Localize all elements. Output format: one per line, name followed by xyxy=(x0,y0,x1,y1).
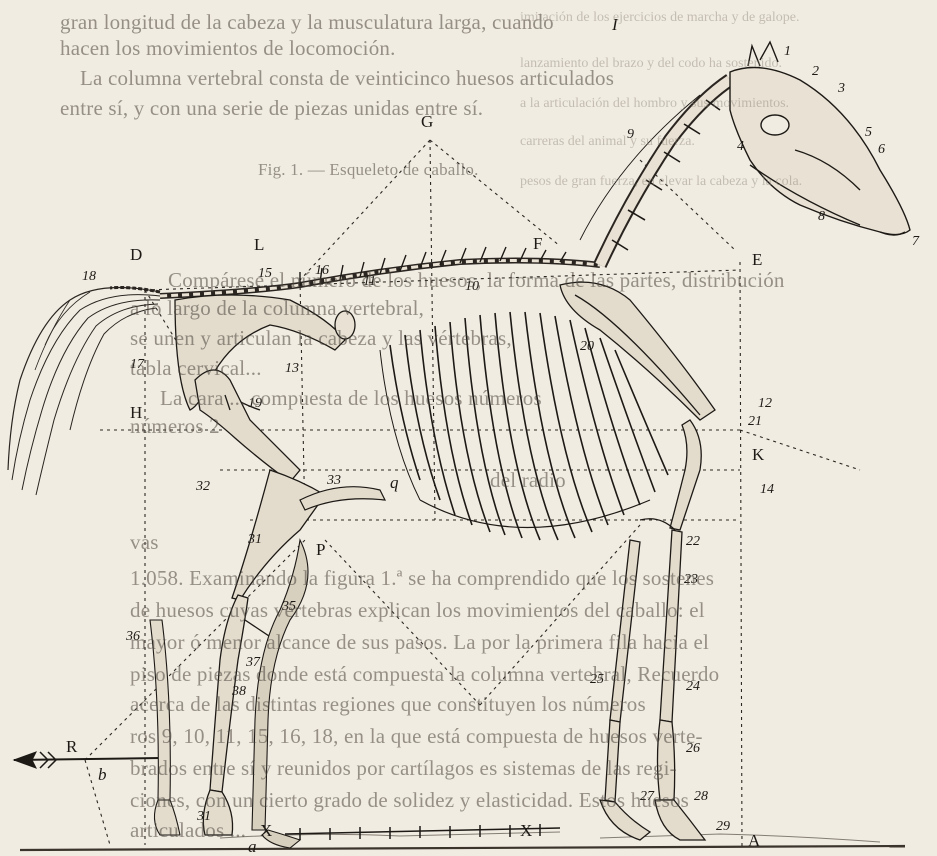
label-21: 21 xyxy=(748,414,762,429)
label-8: 8 xyxy=(818,209,825,224)
faint-line: lanzamiento del brazo y del codo ha sost… xyxy=(520,56,782,72)
text-line: acerca de las distintas regiones que con… xyxy=(130,692,646,717)
text-line: Fig. 1. — Esqueleto de caballo. xyxy=(258,160,479,180)
label-P: P xyxy=(316,540,325,559)
label-F: F xyxy=(533,234,542,253)
text-line: Compárese el número de los huesos, la fo… xyxy=(168,268,785,293)
label-D: D xyxy=(130,245,142,264)
label-R: R xyxy=(66,737,78,756)
label-b: b xyxy=(98,765,107,784)
text-line: del radio xyxy=(490,468,566,493)
text-line: ros 9, 10, 11, 15, 16, 18, en la que est… xyxy=(130,724,703,749)
label-a: a xyxy=(248,837,257,856)
label-A: A xyxy=(748,831,761,850)
label-q: q xyxy=(390,473,399,492)
text-line: hacen los movimientos de locomoción. xyxy=(60,36,396,61)
text-line: gran longitud de la cabeza y la musculat… xyxy=(60,10,554,35)
text-line: de huesos cuyas vértebras explican los m… xyxy=(130,598,705,623)
label-31-upper: 31 xyxy=(247,532,262,547)
label-L: L xyxy=(254,235,264,254)
label-13: 13 xyxy=(285,361,299,376)
label-29: 29 xyxy=(716,819,730,834)
label-1: 1 xyxy=(784,44,791,59)
label-5: 5 xyxy=(865,125,872,140)
text-line: mayor ó menor alcance de sus pasos. La p… xyxy=(130,630,709,655)
faint-line: imitación de los ejercicios de marcha y … xyxy=(520,10,800,26)
text-line: ciones, con un cierto grado de solidez y… xyxy=(130,788,689,813)
label-6: 6 xyxy=(878,142,885,157)
text-line: se unen y articulan la cabeza y las vért… xyxy=(130,326,512,351)
text-line: tabla cervical... xyxy=(130,356,262,381)
label-28: 28 xyxy=(694,789,708,804)
label-3: 3 xyxy=(837,81,845,96)
text-line: piso de piezas donde está compuesta la c… xyxy=(130,662,719,687)
label-18: 18 xyxy=(82,269,96,284)
text-line: números 2 xyxy=(130,414,220,439)
label-E: E xyxy=(752,250,762,269)
label-2: 2 xyxy=(812,64,819,79)
faint-line: carreras del animal y su fuerza. xyxy=(520,134,695,150)
label-7: 7 xyxy=(912,234,920,249)
label-K: K xyxy=(752,445,765,464)
faint-line: a la articulación del hombro y sus movim… xyxy=(520,96,789,112)
label-20: 20 xyxy=(580,339,594,354)
label-22: 22 xyxy=(686,534,700,549)
label-14: 14 xyxy=(760,482,774,497)
text-line: a lo largo de la columna vertebral, xyxy=(130,296,424,321)
text-line: entre sí, y con una serie de piezas unid… xyxy=(60,96,483,121)
label-X-right: X xyxy=(520,821,532,840)
label-12: 12 xyxy=(758,396,772,411)
label-X-left: X xyxy=(260,821,272,840)
text-line: vas xyxy=(130,530,159,555)
text-line: articulados ... xyxy=(130,818,246,843)
faint-line: pesos de gran fuerza, en elevar la cabez… xyxy=(520,174,802,190)
text-line: brados entre sí y reunidos por cartílago… xyxy=(130,756,677,781)
text-line: 1.058. Examinando la figura 1.ª se ha co… xyxy=(130,566,714,591)
label-33: 33 xyxy=(326,473,341,488)
label-32: 32 xyxy=(195,479,210,494)
text-line: La cara ... compuesta de los huesos núme… xyxy=(160,386,542,411)
label-4: 4 xyxy=(737,139,744,154)
